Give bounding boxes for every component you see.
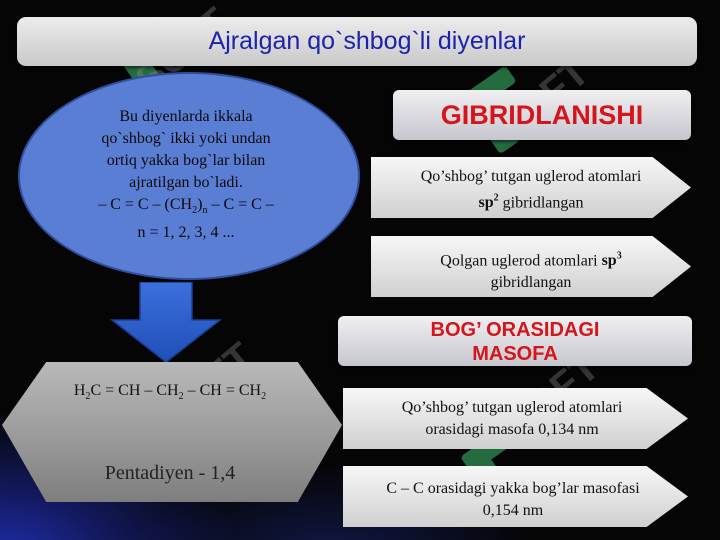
example-formula: H2C = CH – CH2 – CH = CH2 (73, 382, 267, 403)
hybridization-box-sp3 (371, 236, 691, 297)
hybridization-sp3-text: Qolgan uglerod atomlari sp3 gibridlangan (440, 251, 622, 292)
page-title: Ajralgan qo`shbog`li diyenlar (208, 27, 526, 55)
single-bond-distance-text: C – C orasidagi yakka bog’lar masofasi 0… (386, 480, 640, 519)
general-formula: – C = C – (CH2)n – C = C – (98, 196, 274, 217)
example-box (2, 362, 342, 502)
definition-line: qo`shbog` ikki yoki undan (101, 130, 271, 147)
n-values: n = 1, 2, 3, 4 ... (137, 224, 235, 242)
hybridization-sp2-text: Qo’shbog’ tutgan uglerod atomlari sp2 gi… (420, 168, 642, 212)
example-name: Pentadiyen - 1,4 (104, 462, 236, 484)
definition-ellipse (18, 72, 360, 280)
definition-line: ajratilgan bo`ladi. (129, 174, 243, 191)
double-bond-distance-box (343, 388, 688, 449)
down-arrow-icon (110, 282, 222, 363)
definition-line: ortiq yakka bog`lar bilan (106, 152, 266, 169)
hybridization-heading: GIBRIDLANISHI (393, 90, 691, 140)
definition-text: Bu diyenlarda ikkala qo`shbog` ikki yoki… (45, 106, 327, 244)
bond-distance-heading: BOG’ ORASIDAGI MASOFA (338, 316, 692, 366)
double-bond-distance-text: Qo’shbog’ tutgan uglerod atomlari orasid… (401, 399, 623, 438)
single-bond-distance-box (343, 466, 688, 527)
definition-line: Bu diyenlarda ikkala (119, 108, 253, 125)
title-bar: Ajralgan qo`shbog`li diyenlar (17, 17, 697, 66)
hybridization-box-sp2 (371, 157, 691, 218)
